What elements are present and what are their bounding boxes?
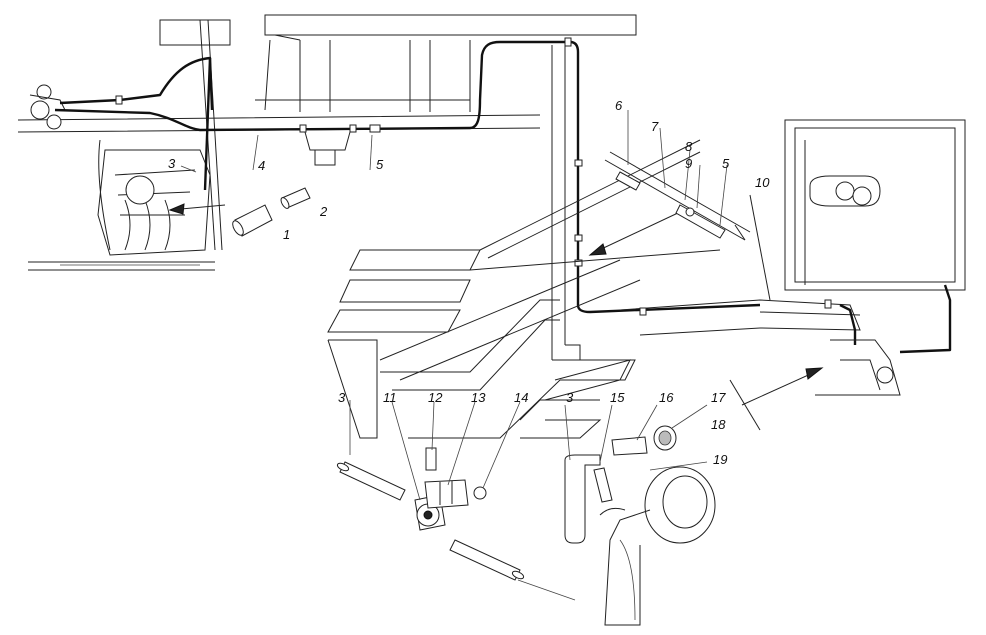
callout-15: 15	[610, 390, 625, 405]
callout-19: 19	[713, 452, 728, 467]
hose-part-3-left	[336, 461, 406, 501]
callout-14: 14	[514, 390, 529, 405]
callout-6: 6	[615, 98, 623, 113]
callout-13: 13	[471, 390, 486, 405]
nut-part-14	[473, 486, 487, 500]
grommet-part-18	[653, 425, 677, 451]
callout-17: 17	[711, 390, 726, 405]
pointer-arrow-to-tank	[729, 367, 824, 431]
pipe-detail-top-right	[604, 151, 771, 301]
callout-16: 16	[659, 390, 674, 405]
callout-11: 11	[383, 390, 397, 405]
callout-5a: 5	[376, 157, 384, 172]
callout-7: 7	[651, 119, 659, 134]
pointer-arrow-to-column	[588, 211, 681, 256]
engine-frame-view	[17, 14, 761, 314]
hose-part-3-lower	[449, 539, 525, 581]
hose-part-16	[611, 436, 648, 456]
callout-3c: 3	[566, 390, 574, 405]
bracket-part-13	[424, 479, 469, 509]
callout-12: 12	[428, 390, 443, 405]
bolt-part-12	[425, 447, 437, 471]
leader-lines	[180, 110, 728, 601]
callout-3a: 3	[168, 156, 176, 171]
callout-10: 10	[755, 175, 770, 190]
fuel-tank-filler-part-19	[599, 466, 716, 626]
callout-9: 9	[685, 156, 693, 171]
cab-frame-structure	[327, 45, 861, 439]
callout-1: 1	[283, 227, 291, 242]
hose-part-2	[280, 187, 311, 209]
bent-hose-part-3-right	[564, 454, 601, 544]
hose-part-15	[593, 467, 613, 503]
fuel-tank	[784, 119, 966, 396]
callout-2: 2	[320, 204, 328, 219]
callout-5b: 5	[722, 156, 730, 171]
callout-3b: 3	[338, 390, 346, 405]
callout-8: 8	[685, 139, 693, 154]
hose-part-1	[232, 204, 273, 237]
callout-4: 4	[258, 158, 266, 173]
callout-18: 18	[711, 417, 726, 432]
